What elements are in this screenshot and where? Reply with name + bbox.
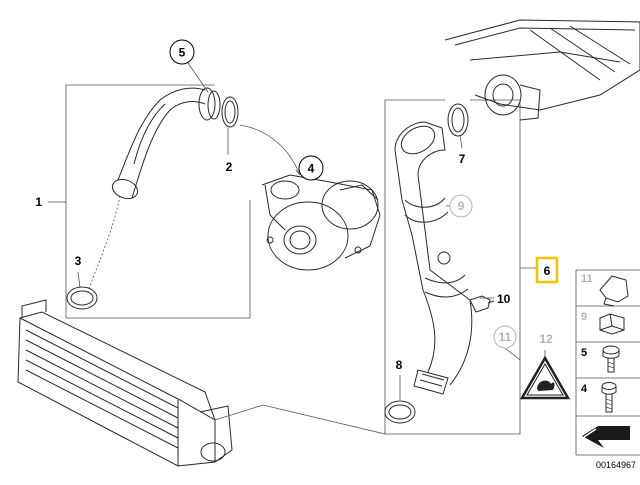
diagram-id: 00164967 xyxy=(596,460,636,470)
connector-turbo xyxy=(239,124,301,176)
leader-4 xyxy=(295,169,301,176)
turbocharger xyxy=(261,174,381,271)
o-ring-3 xyxy=(66,286,98,310)
parts-legend: 11 9 5 4 xyxy=(575,269,640,456)
connector-bottom xyxy=(214,404,386,435)
o-ring-7 xyxy=(447,103,469,137)
callout-11: 11 xyxy=(493,325,517,349)
svg-text:9: 9 xyxy=(458,199,465,213)
warning-triangle-icon xyxy=(519,355,571,400)
callout-12: 12 xyxy=(539,332,553,346)
legend-label-4: 4 xyxy=(581,383,588,395)
leader-7 xyxy=(459,134,463,149)
leader-3 xyxy=(77,271,81,289)
callout-10: 10 xyxy=(497,292,511,306)
callout-7: 7 xyxy=(459,152,466,166)
legend-label-11: 11 xyxy=(581,273,593,285)
intercooler xyxy=(17,299,233,467)
legend-label-5: 5 xyxy=(581,347,587,359)
svg-text:11: 11 xyxy=(499,330,512,344)
charge-pipe-right xyxy=(394,121,473,395)
callout-5: 5 xyxy=(169,39,195,65)
legend-label-9: 9 xyxy=(581,311,587,323)
svg-text:6: 6 xyxy=(544,264,551,278)
callout-2: 2 xyxy=(226,160,233,174)
svg-text:5: 5 xyxy=(179,46,186,60)
connector-left xyxy=(87,195,121,293)
clip-icon xyxy=(599,275,629,307)
sensor-10 xyxy=(469,295,495,313)
charge-pipe-left xyxy=(111,87,221,200)
left-group-frame xyxy=(65,84,251,319)
callout-9: 9 xyxy=(449,194,473,218)
o-ring-2 xyxy=(221,96,239,128)
callout-4: 4 xyxy=(298,155,324,181)
callout-3: 3 xyxy=(75,254,82,268)
arrow-icon xyxy=(582,426,630,448)
svg-text:4: 4 xyxy=(308,162,315,176)
right-group-frame xyxy=(384,99,521,435)
leader-11 xyxy=(504,347,521,361)
callout-8: 8 xyxy=(396,358,403,372)
bolt-icon xyxy=(601,382,617,413)
o-ring-8 xyxy=(384,400,416,424)
nut-icon xyxy=(599,313,625,335)
bolt-icon xyxy=(602,345,620,373)
engine-intake xyxy=(444,19,640,121)
callout-6: 6 xyxy=(535,256,559,284)
leader-5 xyxy=(187,62,209,93)
callout-1: 1 xyxy=(35,195,42,209)
